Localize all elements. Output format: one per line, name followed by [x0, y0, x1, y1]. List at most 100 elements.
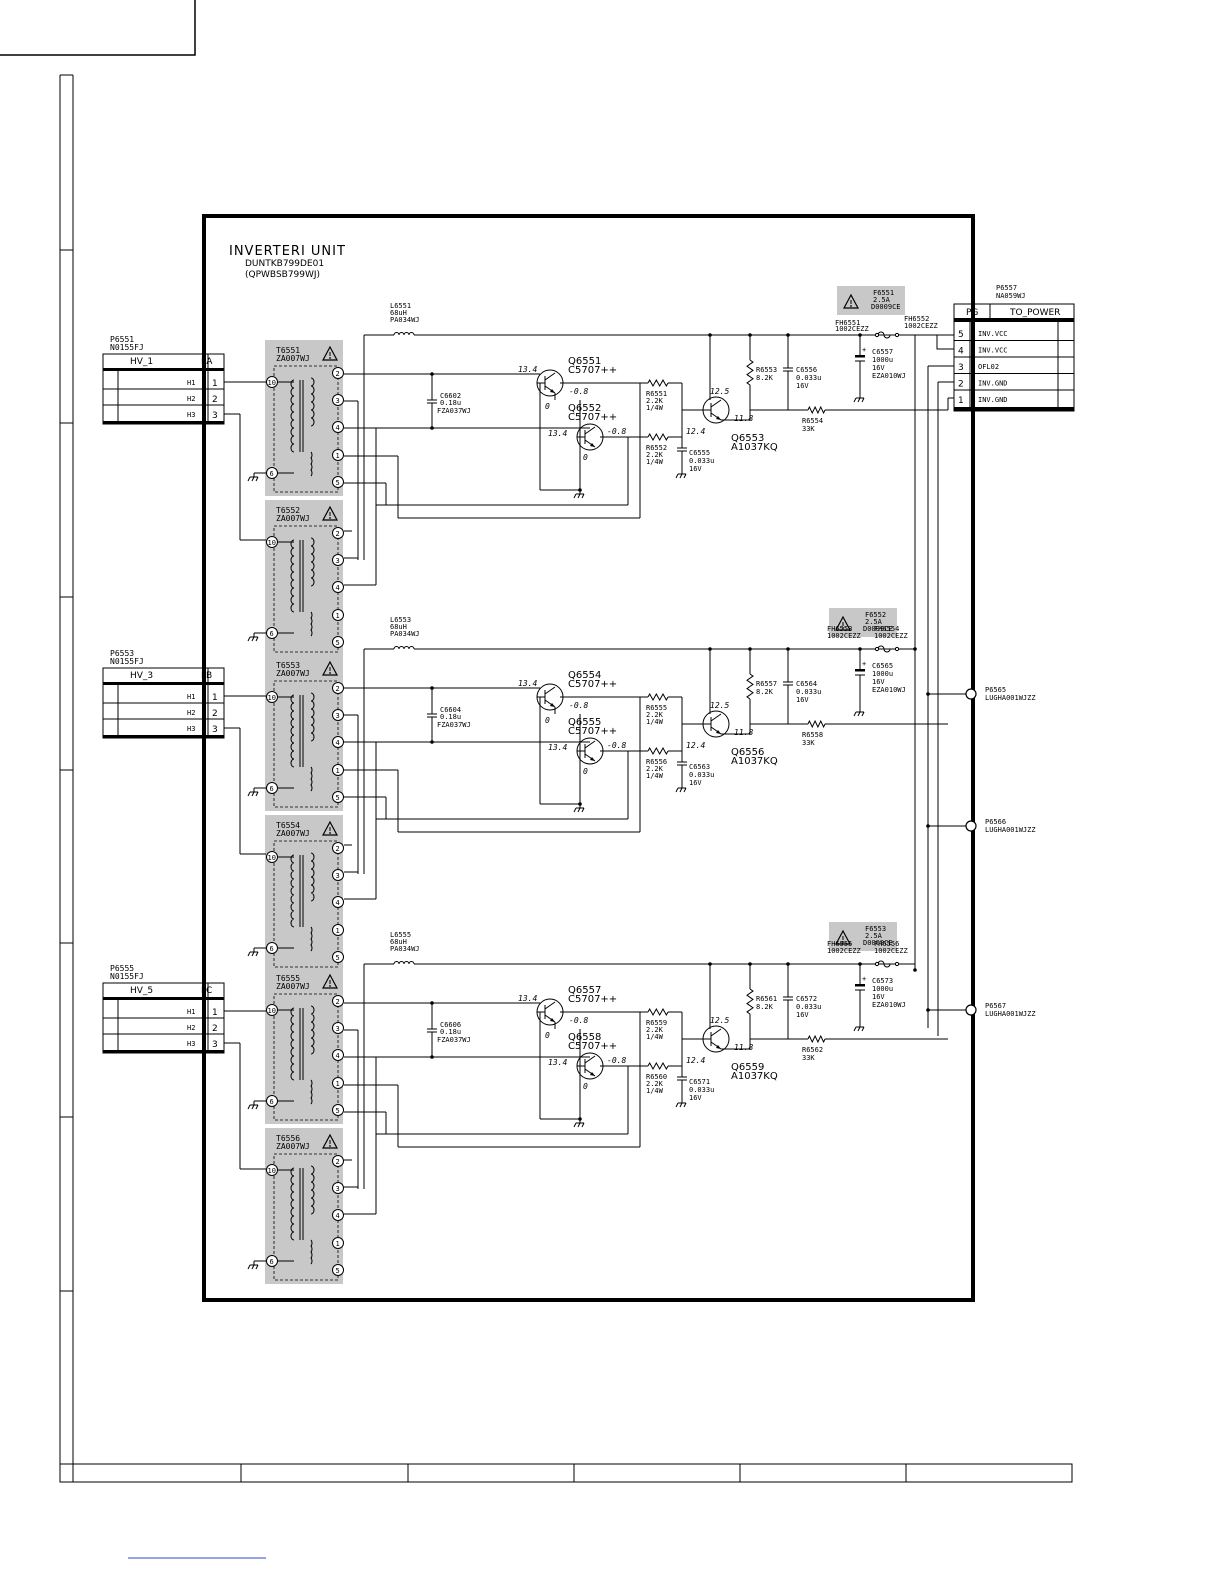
transistor-collector: [710, 713, 722, 722]
warning-dot: [850, 305, 852, 307]
junction-dot: [430, 1001, 434, 1005]
inductor-value: 68uH: [390, 309, 407, 317]
transistor-ref: Q6551: [568, 356, 601, 367]
capacitor-ref: C6572: [796, 995, 817, 1003]
power-pin-number: 3: [958, 363, 964, 373]
capacitor-part: FZA037WJ: [437, 407, 471, 415]
transformer-pin-number: 1: [336, 927, 340, 935]
resistor-ref: R6552: [646, 444, 667, 452]
ground-tick: [581, 493, 585, 499]
transformer-pin-number: 3: [336, 712, 340, 720]
connector-part: N0155FJ: [110, 343, 144, 352]
transformer-pin: [332, 951, 344, 963]
resistor-value: 2.2K: [646, 711, 664, 719]
transformer-pin: [332, 636, 344, 648]
warning-icon: [321, 505, 339, 521]
transistor-ref: Q6556: [731, 747, 764, 758]
capacitor-volt: 16V: [689, 1094, 702, 1102]
connector-pin-label: H1: [187, 379, 195, 387]
transformer-secondary-coil: [310, 377, 315, 427]
ground-tick: [251, 476, 255, 482]
warning-dot: [329, 357, 331, 359]
junction-dot: [858, 962, 862, 966]
fuse-terminal: [874, 332, 880, 338]
warning-triangle: [321, 505, 339, 521]
transformer-secondary-coil: [310, 1165, 315, 1215]
ground-tick: [683, 787, 687, 793]
capacitor-ref: C6606: [440, 1021, 461, 1029]
capacitor-value: 1000u: [872, 985, 893, 993]
transistor-arrow: [590, 1072, 595, 1076]
ground-symbol: [247, 1101, 259, 1110]
transformer-pin-number: 6: [270, 1098, 274, 1106]
fuse-holder-ref: FH6554: [874, 625, 899, 633]
transformer-pin-number: 4: [336, 739, 340, 747]
resistor-zigzag: [746, 359, 754, 386]
unit-pwb: (QPWBSB799WJ): [245, 270, 320, 280]
ground-symbol: [675, 470, 687, 479]
transformer-pin-number: 5: [336, 479, 340, 487]
ground-tick: [247, 951, 251, 957]
ground-symbol: [247, 633, 259, 642]
transformer-secondary-coil: [310, 1079, 313, 1105]
connector-pin-column: LC: [201, 986, 212, 996]
transformer-part: ZA007WJ: [276, 669, 310, 678]
power-pin-number: 1: [958, 396, 964, 406]
transformer-pin-number: 1: [336, 612, 340, 620]
transformer-pin: [332, 527, 344, 539]
transformer-pin-number: 3: [336, 1025, 340, 1033]
junction-dot: [708, 962, 712, 966]
transistor-part: C5707++: [568, 679, 617, 690]
ground-symbol: [247, 473, 259, 482]
connector-pin-label: H2: [187, 395, 195, 403]
transformer-pin: [332, 896, 344, 908]
capacitor-value: 0.033u: [796, 1003, 821, 1011]
ground-tick: [853, 1026, 857, 1032]
power-connector-footer-bar: [954, 407, 1074, 411]
warning-triangle: [321, 820, 339, 836]
connector-pin-number: 2: [212, 1024, 218, 1034]
capacitor-part: EZA010WJ: [872, 372, 906, 380]
transformer-primary-coil: [290, 379, 295, 453]
junction-dot: [926, 1008, 930, 1012]
voltage-label: 12.5: [710, 387, 729, 396]
electrolytic-plate: [855, 355, 865, 358]
ground-symbol: [573, 1119, 585, 1128]
ground-symbol: [675, 784, 687, 793]
ground-tick: [255, 791, 259, 797]
junction-dot: [786, 333, 790, 337]
resistor-value: 8.2K: [756, 688, 774, 696]
fuse-terminal: [874, 646, 880, 652]
connector-header-bar: [103, 368, 224, 371]
transformer-secondary-coil: [310, 1239, 313, 1265]
transformer-primary-coil: [290, 854, 295, 928]
ground-tick: [683, 473, 687, 479]
ground-tick: [683, 1102, 687, 1108]
transformer-pin-number: 6: [270, 945, 274, 953]
transistor-ref: Q6552: [568, 403, 601, 414]
fuse-holder-ref: FH6553: [827, 625, 852, 633]
inductor-value: 68uH: [390, 938, 407, 946]
transformer-pin-number: 5: [336, 639, 340, 647]
connector-ref: P6553: [110, 649, 134, 658]
fuse-holder-part: 1002CEZZ: [827, 632, 861, 640]
lug-part: LUGHA001WJZZ: [985, 1010, 1036, 1018]
driver-stage-3: L655568uHPA034WJC66060.18uFZA037WJQ6557C…: [344, 922, 948, 1215]
transistor-collector: [584, 740, 596, 749]
connector-footer-bar: [103, 421, 224, 424]
ground-symbol: [247, 788, 259, 797]
transformer-pin: [332, 995, 344, 1007]
power-pin-signal: INV.GND: [978, 396, 1008, 404]
capacitor-volt: 16V: [796, 382, 809, 390]
transformer-pin-number: 6: [270, 785, 274, 793]
transistor-part: C5707++: [568, 726, 617, 737]
ground-tick: [573, 1122, 577, 1128]
transformer-secondary-coil: [310, 852, 315, 902]
resistor-value: 33K: [802, 1054, 815, 1062]
voltage-label: -0.8: [607, 741, 626, 750]
transistor-arrow: [716, 1045, 721, 1049]
ground-symbol: [853, 394, 865, 403]
ground-tick: [675, 473, 679, 479]
connector-pin-label: H3: [187, 411, 195, 419]
voltage-label: 12.4: [686, 1056, 705, 1065]
